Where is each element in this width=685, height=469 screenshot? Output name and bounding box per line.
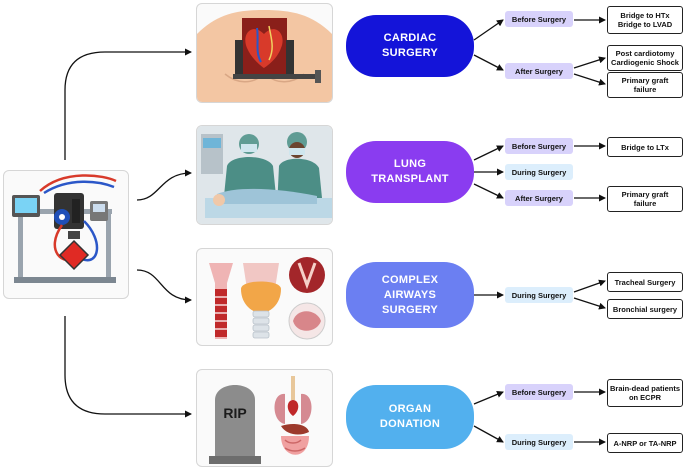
arrow-machine-lung [136,169,192,201]
pill-cardiac-surgery: CARDIAC SURGERY [346,15,474,77]
ecmo-machine-icon [12,174,117,283]
trachea-larynx-icon [209,257,326,340]
stage-organ-during: During Surgery [505,434,573,450]
outcome-lung-primary-graft-failure: Primary graft failure [607,186,683,212]
arrow-machine-cardiac [64,48,192,160]
lung-transplant-image [196,125,333,225]
ecmo-machine-image [3,170,129,299]
pill-complex-airways-surgery: COMPLEX AIRWAYS SURGERY [346,262,474,328]
stage-cardiac-before: Before Surgery [505,11,573,27]
arrow-machine-airways [136,269,192,304]
tombstone-text: RIP [223,405,246,421]
arrow-cardiac-after [473,54,504,71]
arrow-airways-out2 [573,297,606,310]
arrow-lung-before [473,145,504,161]
outcome-bridge-ltx: Bridge to LTx [607,137,683,157]
tombstone-organs-icon: RIP [209,376,312,464]
arrow-cardiac-after-out1 [573,56,606,69]
arrow-organ-during [473,425,504,443]
outcome-cardiac-primary-graft-failure: Primary graft failure [607,72,683,98]
outcome-bronchial-surgery: Bronchial surgery [607,299,683,319]
stage-airways-during: During Surgery [505,287,573,303]
arrow-machine-organ [64,316,192,418]
pill-organ-donation: ORGAN DONATION [346,385,474,449]
pill-lung-transplant: LUNG TRANSPLANT [346,141,474,203]
surgeons-operating-icon [197,126,332,224]
arrow-cardiac-after-out2 [573,73,606,86]
stage-lung-during: During Surgery [505,164,573,180]
outcome-brain-dead-ecpr: Brain-dead patients on ECPR [607,379,683,407]
arrow-airways-out1 [573,279,606,293]
stage-lung-after: After Surgery [505,190,573,206]
outcome-post-cardiotomy-shock: Post cardiotomy Cardiogenic Shock [607,45,683,71]
open-chest-heart-icon [197,10,332,102]
outcome-bridge-htx-lvad: Bridge to HTx Bridge to LVAD [607,6,683,34]
airways-image [196,248,333,346]
arrow-lung-after [473,183,504,199]
arrow-organ-before [473,391,504,405]
arrow-cardiac-before [473,19,504,41]
outcome-anrp-tanrp: A-NRP or TA-NRP [607,433,683,453]
stage-cardiac-after: After Surgery [505,63,573,79]
stage-organ-before: Before Surgery [505,384,573,400]
outcome-tracheal-surgery: Tracheal Surgery [607,272,683,292]
cardiac-surgery-image [196,3,333,103]
organ-donation-image: RIP [196,369,333,467]
stage-lung-before: Before Surgery [505,138,573,154]
